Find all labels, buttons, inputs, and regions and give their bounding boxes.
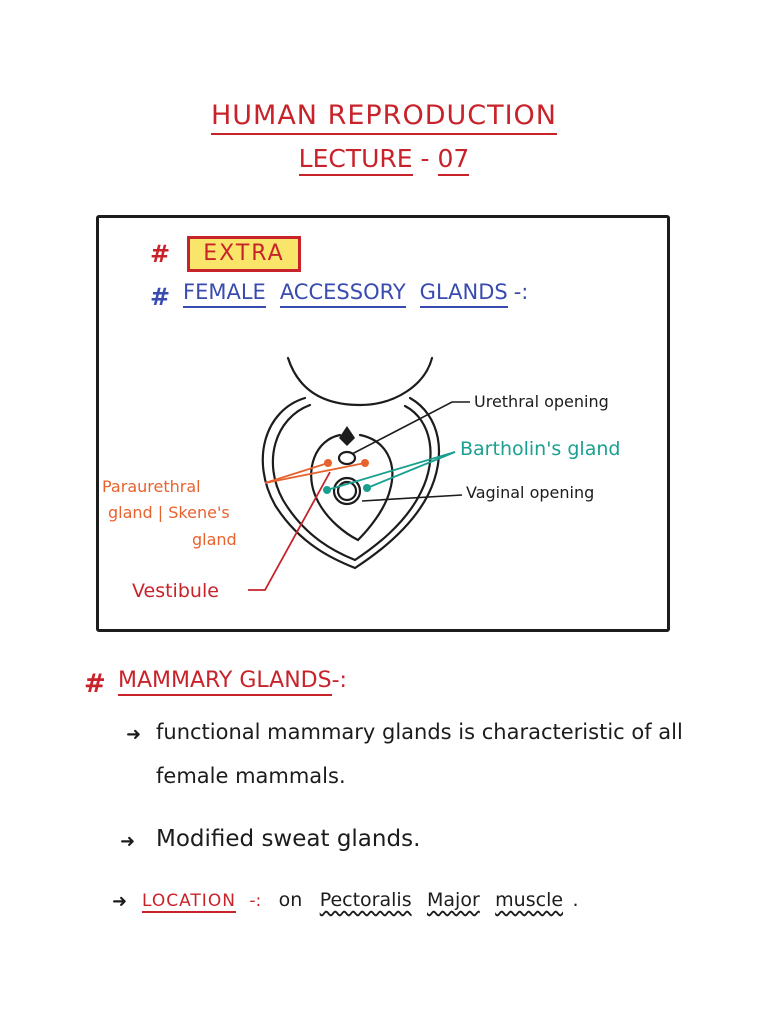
bartholin-leader-1: [326, 451, 456, 491]
urethral-opening-shape: [337, 450, 357, 466]
mammary-heading-suffix: -:: [331, 668, 347, 693]
arrow-icon: ➜: [120, 831, 136, 852]
label-paraurethral-3: gland: [192, 530, 237, 549]
lecture-word: LECTURE: [298, 144, 413, 176]
lecture-number: 07: [437, 144, 470, 176]
labia-majora-outer: [261, 396, 441, 570]
diagram-card: [96, 215, 670, 632]
mammary-heading: MAMMARY GLANDS-:: [118, 668, 347, 696]
paraurethral-leader-2: [264, 462, 366, 484]
vaginal-opening-outer: [332, 476, 362, 506]
label-vaginal-opening: Vaginal opening: [466, 483, 595, 502]
lecture-subtitle: LECTURE - 07: [0, 144, 768, 176]
location-line: LOCATION -: on Pectoralis Major muscle .: [142, 889, 579, 913]
page-title: HUMAN REPRODUCTION: [0, 100, 768, 135]
extra-badge: EXTRA: [187, 236, 301, 272]
location-label: LOCATION: [142, 891, 236, 913]
label-urethral-opening: Urethral opening: [474, 392, 609, 411]
mammary-point-1-line-2: female mammals.: [156, 764, 346, 788]
clitoris-shape: [339, 426, 355, 446]
vestibule-leader: [248, 471, 331, 591]
labia-minora: [310, 433, 394, 542]
location-major: Major: [427, 889, 480, 911]
heading-suffix: -:: [513, 280, 529, 304]
label-bartholins-gland: Bartholin's gland: [460, 438, 621, 460]
location-muscle: muscle: [495, 889, 564, 911]
accessory-heading: FEMALE ACCESSORY GLANDS-:: [183, 280, 529, 308]
lecture-separator: -: [420, 144, 430, 173]
location-separator: -:: [249, 891, 262, 911]
location-pectoralis: Pectoralis: [319, 889, 412, 911]
vaginal-opening-inner: [336, 480, 358, 502]
bartholin-leader-2: [366, 451, 456, 489]
page-title-text: HUMAN REPRODUCTION: [210, 100, 558, 135]
label-vestibule: Vestibule: [132, 580, 219, 602]
location-period: .: [572, 889, 579, 911]
paraurethral-leader-1: [264, 462, 329, 484]
location-on: on: [278, 889, 303, 911]
urethral-leader: [351, 401, 470, 455]
extra-badge-label: EXTRA: [203, 241, 285, 266]
heading-word-female: FEMALE: [183, 280, 266, 308]
heading-word-accessory: ACCESSORY: [279, 280, 406, 308]
mammary-heading-text: MAMMARY GLANDS: [118, 668, 332, 696]
extra-hash: #: [150, 240, 171, 268]
vaginal-leader: [361, 494, 463, 502]
mammary-point-1-line-1: functional mammary glands is characteris…: [156, 720, 683, 744]
arrow-icon: ➜: [126, 724, 142, 745]
label-paraurethral-1: Paraurethral: [102, 477, 201, 496]
heading-word-glands: GLANDS: [419, 280, 508, 308]
arrow-icon: ➜: [112, 891, 128, 912]
thigh-curve: [286, 356, 434, 407]
mammary-point-2: Modified sweat glands.: [156, 826, 421, 852]
accessory-hash: #: [150, 283, 171, 311]
label-paraurethral-2: gland | Skene's: [108, 503, 230, 522]
mammary-hash: #: [84, 669, 106, 699]
